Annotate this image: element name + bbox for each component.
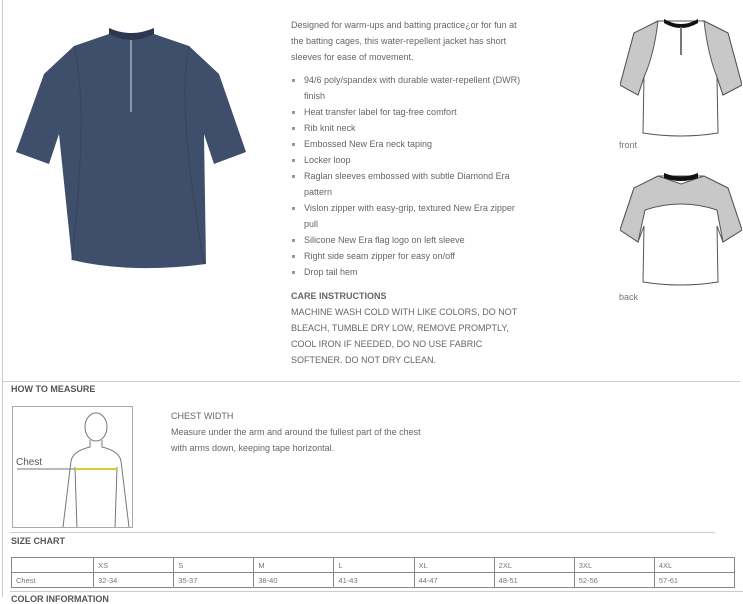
chest-width-text: Measure under the arm and around the ful… <box>171 427 421 453</box>
feature-item: Drop tail hem <box>291 264 531 280</box>
color-information-heading: COLOR INFORMATION <box>11 594 109 604</box>
front-label: front <box>619 140 638 150</box>
divider <box>10 532 715 533</box>
size-value-cell: 38-40 <box>253 572 335 588</box>
chest-figure-label: Chest <box>16 457 43 468</box>
feature-item: 94/6 poly/spandex with durable water-rep… <box>291 72 531 104</box>
size-chart-heading: SIZE CHART <box>11 536 65 546</box>
back-sketch-image <box>620 173 742 286</box>
feature-item: Right side seam zipper for easy on/off <box>291 248 531 264</box>
feature-item: Raglan sleeves embossed with subtle Diam… <box>291 168 531 200</box>
chest-width-title: CHEST WIDTH <box>171 411 234 421</box>
feature-item: Locker loop <box>291 152 531 168</box>
size-value-cell: 35-37 <box>173 572 255 588</box>
divider <box>10 591 743 592</box>
measure-figure: Chest <box>12 406 133 528</box>
feature-item: Vislon zipper with easy-grip, textured N… <box>291 200 531 232</box>
chest-width-info: CHEST WIDTH Measure under the arm and ar… <box>171 408 431 456</box>
left-border <box>2 0 3 597</box>
size-header-cell: 2XL <box>493 557 575 573</box>
description-text: Designed for warm-ups and batting practi… <box>291 20 517 62</box>
size-value-cell: 52-56 <box>573 572 655 588</box>
size-value-cell: 57-61 <box>653 572 736 588</box>
size-header-cell: S <box>173 557 255 573</box>
row-label: Chest <box>10 572 95 588</box>
size-header-cell: 3XL <box>573 557 655 573</box>
size-header-cell: XL <box>413 557 495 573</box>
feature-item: Rib knit neck <box>291 120 531 136</box>
care-heading: CARE INSTRUCTIONS <box>291 291 387 301</box>
size-header-cell: 4XL <box>653 557 736 573</box>
how-to-measure-heading: HOW TO MEASURE <box>11 384 96 394</box>
care-text: MACHINE WASH COLD WITH LIKE COLORS, DO N… <box>291 307 518 365</box>
size-value-cell: 41-43 <box>333 572 415 588</box>
feature-item: Embossed New Era neck taping <box>291 136 531 152</box>
size-value-cell: 44-47 <box>413 572 495 588</box>
product-image-jacket <box>16 28 246 269</box>
feature-item: Heat transfer label for tag-free comfort <box>291 104 531 120</box>
back-label: back <box>619 292 639 302</box>
product-description: Designed for warm-ups and batting practi… <box>291 17 531 368</box>
size-header-cell: XS <box>93 557 175 573</box>
feature-list: 94/6 poly/spandex with durable water-rep… <box>291 72 531 280</box>
corner-cell <box>10 557 95 573</box>
size-header-cell: L <box>333 557 415 573</box>
feature-item: Silicone New Era flag logo on left sleev… <box>291 232 531 248</box>
size-value-cell: 48-51 <box>493 572 575 588</box>
body-outline-image <box>17 412 130 527</box>
divider <box>3 381 740 382</box>
front-sketch-image <box>620 19 742 137</box>
size-value-cell: 32-34 <box>93 572 175 588</box>
size-header-cell: M <box>253 557 335 573</box>
